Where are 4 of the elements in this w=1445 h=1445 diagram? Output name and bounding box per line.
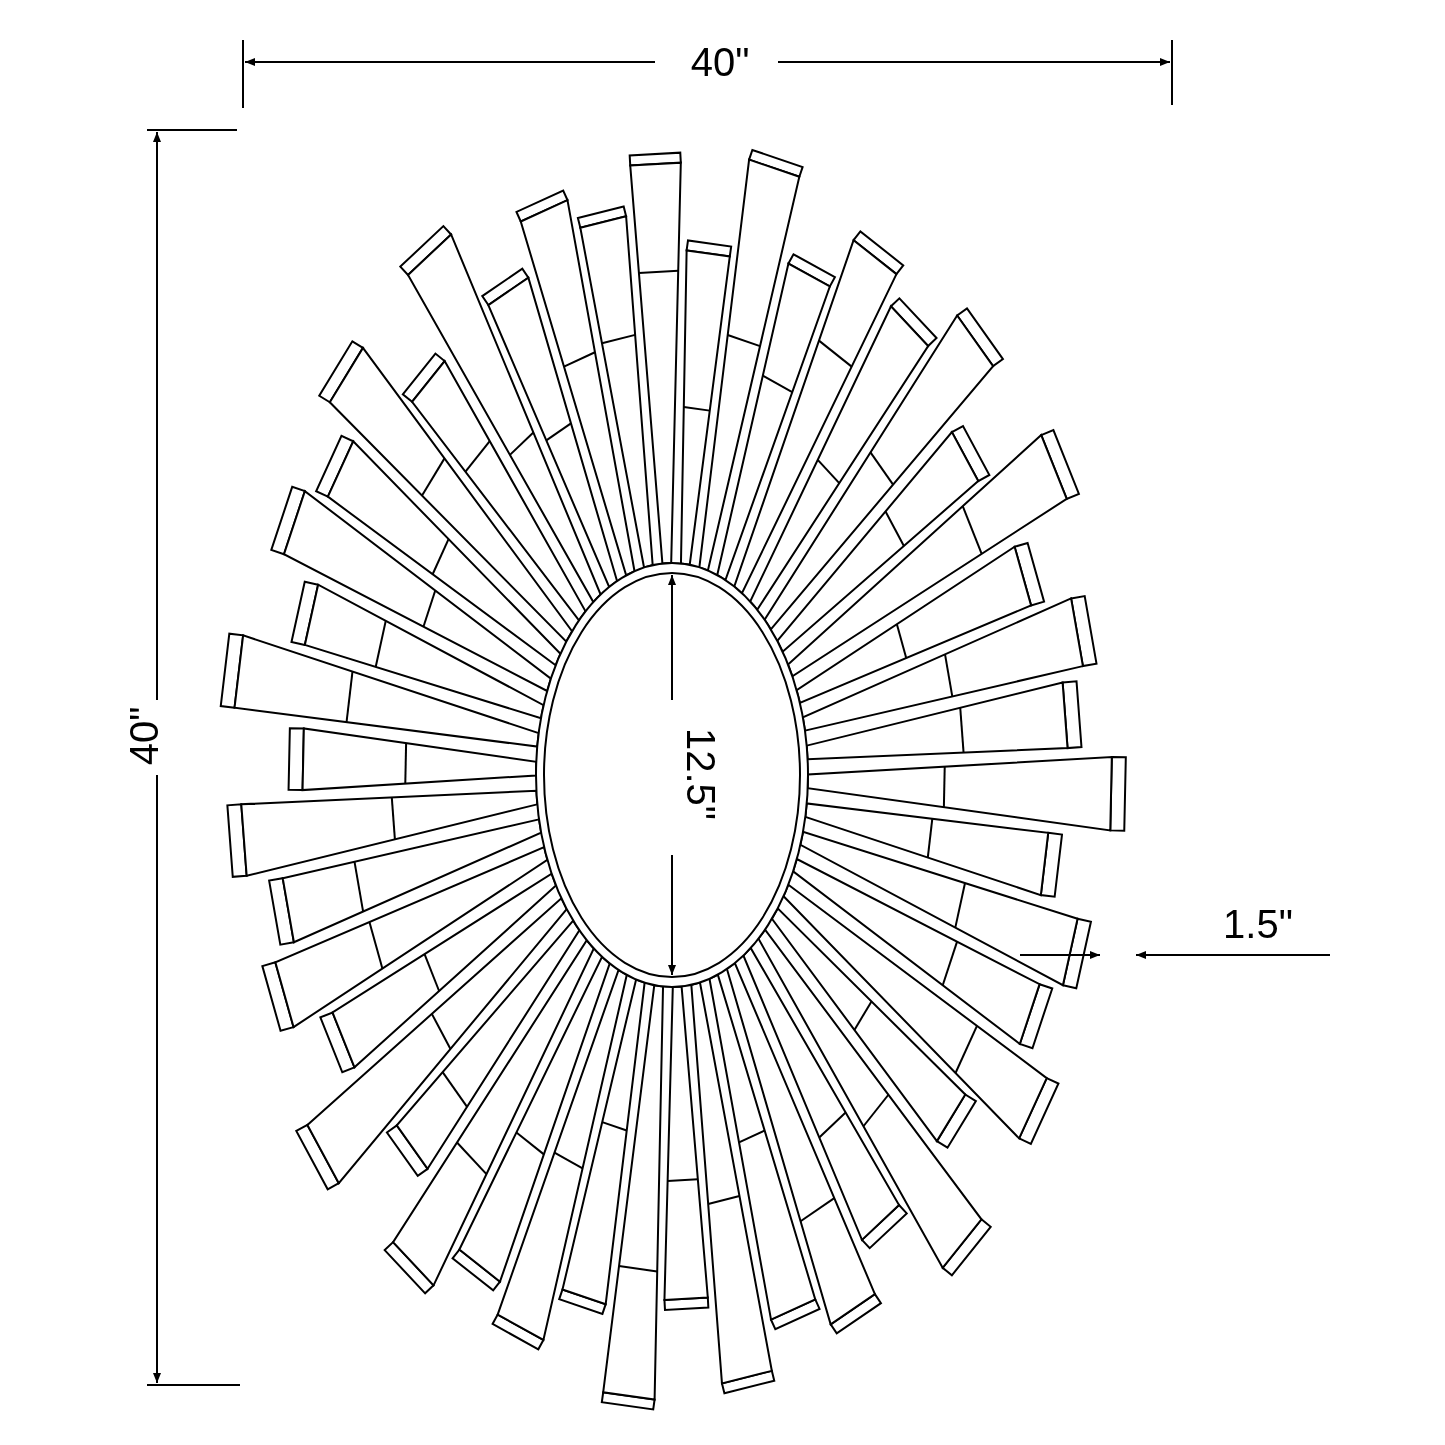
- dimension-label: 12.5": [678, 726, 724, 823]
- dimension-label: 40": [689, 39, 751, 86]
- dimension-label: 40": [121, 705, 167, 768]
- dimension-label: 1.5": [1222, 901, 1294, 948]
